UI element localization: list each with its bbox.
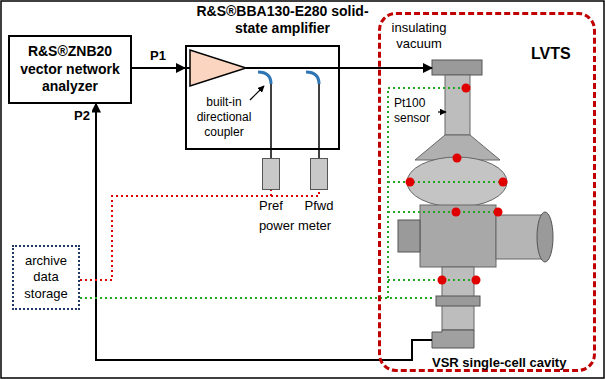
coupler-symbol (306, 72, 319, 84)
sensor-dot (438, 276, 447, 285)
sensor-wire (388, 88, 461, 298)
sensor-wiring (388, 88, 503, 298)
data-link (80, 190, 271, 280)
region-title: LVTS (531, 45, 571, 63)
power-meter-label: power meter (248, 218, 342, 234)
sensor-dot (462, 84, 471, 93)
cavity-port (496, 215, 542, 259)
cavity-figure: VSR single-cell cavity (432, 52, 594, 368)
leader-line (438, 111, 446, 112)
cavity-beam-tube (445, 75, 470, 135)
rf-line (132, 67, 185, 69)
storage-box: archive data storage (12, 245, 80, 310)
cavity-flange (432, 60, 482, 75)
rf-line (96, 104, 432, 361)
sensor-wire (388, 211, 498, 213)
sensor-wire (388, 279, 476, 281)
cavity-flange (436, 296, 480, 306)
cavity-port-flange (537, 212, 553, 262)
power-meter-box: Pref (262, 158, 280, 190)
power-meter-box: Pfwd (310, 158, 328, 190)
cavity-block (420, 205, 496, 267)
leader-line (250, 86, 264, 100)
rf-line (340, 67, 432, 69)
sensor-dot (452, 208, 461, 217)
power-meter-channel: Pfwd (302, 199, 336, 214)
sensor-dot (472, 276, 481, 285)
amplifier-heading: R&S®BBA130-E280 solid-state amplifier (195, 3, 370, 37)
sensor-callout: Pt100 sensor (394, 96, 436, 126)
cavity-name: VSR single-cell cavity (432, 355, 566, 370)
storage-name: archive data storage (17, 253, 75, 302)
port-label: P2 (72, 108, 92, 123)
port-label: P1 (148, 48, 168, 63)
coupler-callout: built-in directional coupler (188, 95, 260, 140)
sensor-dot (499, 178, 508, 187)
data-link (80, 190, 319, 280)
sensor-wire (388, 181, 503, 183)
instrument-name: R&S®ZNB20 vector network analyzer (16, 43, 124, 96)
signal-line (246, 67, 340, 69)
coupler-lead (318, 84, 320, 158)
cavity-port (398, 220, 420, 252)
coupler-symbol (258, 72, 271, 84)
coupler-elbow (432, 330, 474, 348)
sensor-dot (406, 178, 415, 187)
amplifier-symbol (190, 50, 246, 86)
cavity-cell (407, 157, 507, 207)
sensor-dot (494, 208, 503, 217)
instrument-box: R&S®ZNB20 vector network analyzer (8, 35, 132, 104)
power-meter-channel: Pref (254, 199, 288, 214)
test-stand-region: LVTS VSR single-cell cavity (378, 12, 596, 372)
coupler-lead (270, 84, 272, 158)
vacuum-label: insulating vacuum (384, 20, 454, 53)
sensor-dot (453, 154, 462, 163)
